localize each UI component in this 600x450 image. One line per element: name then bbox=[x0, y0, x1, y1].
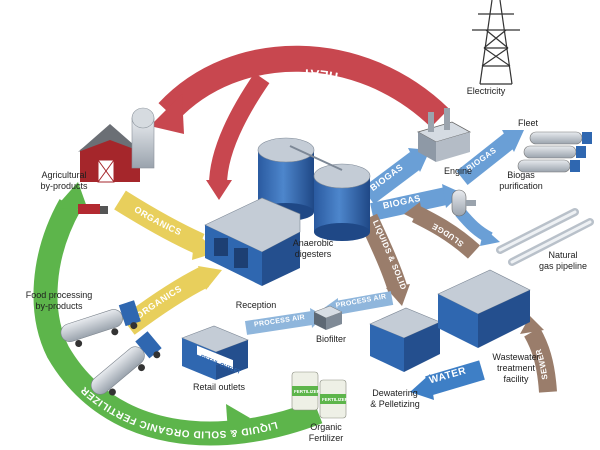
wastewater-building-icon bbox=[437, 269, 531, 348]
wastewater-label: Wastewater treatment facility bbox=[492, 352, 540, 384]
dewatering-building-icon bbox=[369, 307, 441, 372]
tanker-truck-1-icon bbox=[60, 300, 141, 347]
fertilizer-bags-icon bbox=[291, 371, 347, 419]
farm-truck-icon bbox=[78, 204, 108, 214]
biogas-arrow-engine: BIOGAS bbox=[362, 148, 430, 204]
reception-building-icon bbox=[204, 197, 301, 286]
tanker-truck-2-icon bbox=[90, 331, 162, 396]
heat-arrow: HEAT bbox=[150, 45, 450, 200]
engine-label: Engine bbox=[443, 166, 473, 176]
barn-icon bbox=[78, 124, 142, 183]
process-air-arrow-left: PROCESS AIR bbox=[244, 308, 324, 335]
fleet-trucks-icon bbox=[517, 131, 592, 173]
silo-icon bbox=[131, 107, 155, 169]
reception-label: Reception bbox=[235, 300, 277, 310]
retail-outlet-building-icon bbox=[181, 325, 249, 380]
dewatering-label: Dewatering & Pelletizing bbox=[370, 388, 420, 409]
natural-gas-pipeline-label: Natural gas pipeline bbox=[538, 250, 588, 271]
bag-label-2: FERTILIZER bbox=[322, 397, 349, 402]
fleet-label: Fleet bbox=[517, 118, 538, 128]
engine-icon bbox=[416, 108, 472, 162]
sewer-arrow: SEWER bbox=[520, 316, 557, 393]
biogas-purification-label: Biogas purification bbox=[499, 170, 543, 191]
biofilter-label: Biofilter bbox=[315, 334, 346, 344]
retail-outlets-label: Retail outlets bbox=[192, 382, 246, 392]
food-processing-label: Food processing by-products bbox=[25, 290, 93, 311]
organic-fertilizer-label: Organic Fertilizer bbox=[308, 422, 344, 443]
bag-label-1: FERTILIZER bbox=[294, 389, 321, 394]
biofilter-icon bbox=[313, 305, 343, 330]
agricultural-label: Agricultural by-products bbox=[40, 170, 88, 191]
gas-pipeline-icon bbox=[496, 208, 594, 266]
organics-arrow-food: ORGANICS bbox=[121, 266, 222, 335]
heat-label: HEAT bbox=[302, 66, 339, 84]
anaerobic-digesters-label: Anaerobic digesters bbox=[292, 238, 334, 259]
purification-unit-icon bbox=[451, 189, 476, 217]
digester-tanks-icon bbox=[257, 137, 371, 241]
electricity-label: Electricity bbox=[466, 86, 506, 96]
electricity-pylon-icon bbox=[472, 0, 520, 85]
organics-arrow-agri: ORGANICS bbox=[114, 190, 218, 260]
